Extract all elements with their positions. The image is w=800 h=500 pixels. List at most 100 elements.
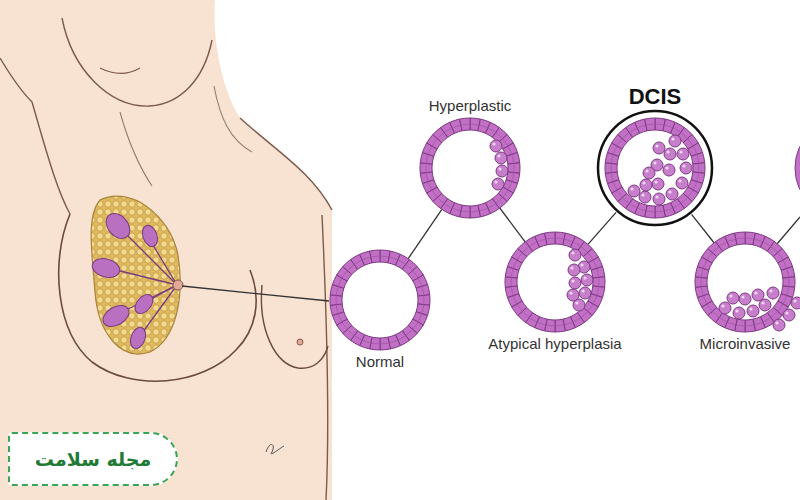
cell-highlight <box>741 295 744 298</box>
duct-stage-circle: DCIS <box>596 109 714 227</box>
cell-highlight <box>494 180 497 183</box>
abnormal-cell <box>677 148 689 160</box>
neck-line <box>214 86 252 152</box>
lobules <box>90 209 160 351</box>
cell-highlight <box>729 294 732 297</box>
cell-highlight <box>630 187 633 190</box>
abnormal-cell <box>664 148 676 160</box>
cell-highlight <box>642 181 645 184</box>
abnormal-cell <box>663 164 675 176</box>
abnormal-cell <box>643 167 655 179</box>
abnormal-cell <box>492 178 504 190</box>
duct-stage-circle: Microinvasive <box>695 232 795 332</box>
cell-highlight <box>571 251 574 254</box>
fatty-tissue <box>91 196 180 354</box>
cell-highlight <box>569 291 572 294</box>
cell-highlight <box>655 144 658 147</box>
abnormal-cell <box>676 177 688 189</box>
cell-highlight <box>655 195 658 198</box>
stage-connector <box>408 209 442 258</box>
abnormal-cell <box>752 289 764 301</box>
cell-layer-line <box>611 124 699 212</box>
cell-highlight <box>498 167 501 170</box>
cell-highlight <box>666 150 669 153</box>
cell-highlight <box>497 154 500 157</box>
mouth-line <box>100 68 140 73</box>
abnormal-cell <box>639 191 651 203</box>
cell-layer-line <box>701 238 789 326</box>
abnormal-cell <box>666 188 678 200</box>
duct-cross-section <box>420 118 520 218</box>
cell-highlight <box>645 169 648 172</box>
abnormal-cell <box>783 309 795 321</box>
stage-label: Normal <box>356 353 404 370</box>
duct-cross-section <box>695 232 795 332</box>
cell-highlight <box>761 301 764 304</box>
cell-highlight <box>671 137 674 140</box>
cell-highlight <box>775 321 778 324</box>
cell-highlight <box>793 299 796 302</box>
abnormal-cell <box>719 302 731 314</box>
stage-label: DCIS <box>629 84 682 109</box>
abnormal-cell <box>653 142 665 154</box>
abnormal-cell <box>747 305 759 317</box>
abnormal-cell <box>773 319 785 331</box>
cell-highlight <box>575 301 578 304</box>
stage-label: Hyperplastic <box>429 97 512 114</box>
cell-highlight <box>749 307 752 310</box>
abnormal-cell <box>640 179 652 191</box>
abnormal-cell <box>669 135 681 147</box>
cell-highlight <box>583 276 586 279</box>
abnormal-cell <box>727 292 739 304</box>
stage-label: Atypical hyperplasia <box>488 335 621 352</box>
skin-body <box>0 0 332 500</box>
abnormal-cell <box>680 162 692 174</box>
cell-layer-line <box>511 238 599 326</box>
abnormal-cell <box>628 185 640 197</box>
abnormal-cell <box>579 287 591 299</box>
abnormal-cell <box>569 277 581 289</box>
shoulder-line <box>240 118 332 210</box>
cell-highlight <box>682 164 685 167</box>
duct-cross-section <box>505 232 605 332</box>
abnormal-cell <box>791 297 800 309</box>
chin-line <box>62 18 212 106</box>
nipple <box>173 280 183 290</box>
stage-connector <box>588 212 616 244</box>
abnormal-cell <box>496 165 508 177</box>
stage-connector <box>692 214 714 242</box>
abnormal-cell <box>739 293 751 305</box>
abnormal-cell <box>652 178 664 190</box>
cell-highlight <box>668 190 671 193</box>
connector-line <box>777 217 800 244</box>
abnormal-cell <box>495 152 507 164</box>
cell-highlight <box>653 161 656 164</box>
cell-highlight <box>679 150 682 153</box>
cell-highlight <box>570 266 573 269</box>
cell-highlight <box>735 309 738 312</box>
highlight-ring <box>598 111 712 225</box>
duct-stage-circle: Atypical hyperplasia <box>505 232 605 332</box>
cell-highlight <box>721 304 724 307</box>
cell-highlight <box>571 279 574 282</box>
stage-connector <box>500 208 525 242</box>
watermark: مجله سلامت <box>10 434 176 484</box>
abnormal-cell <box>569 249 581 261</box>
cell-highlight <box>785 311 788 314</box>
duct-stage-circle: Hyperplastic <box>420 118 520 218</box>
abnormal-cell <box>568 264 580 276</box>
leader-line <box>182 286 329 301</box>
nipple <box>297 339 303 345</box>
abnormal-cell <box>581 274 593 286</box>
abnormal-cell <box>490 140 502 152</box>
abnormal-cell <box>653 193 665 205</box>
abnormal-cell <box>733 307 745 319</box>
cell-highlight <box>492 142 495 145</box>
cell-highlight <box>581 289 584 292</box>
duct-cross-section <box>596 109 714 227</box>
cell-layer-line <box>426 124 514 212</box>
neck-line <box>120 112 152 186</box>
